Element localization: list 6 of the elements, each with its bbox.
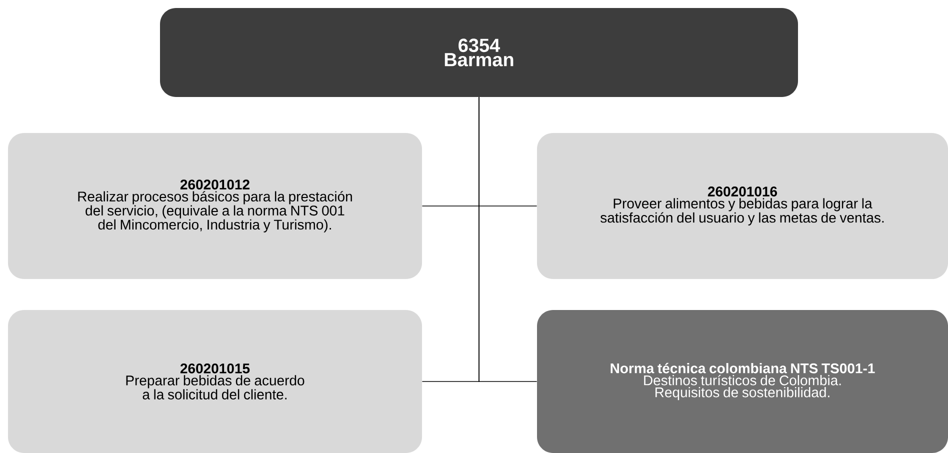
process-box: 260201015 Preparar bebidas de acuerdo a la solicitud del cliente. (8, 310, 422, 453)
connector-line (478, 96, 538, 382)
process-box: 6354 Barman (160, 8, 798, 97)
process-box: Norma técnica colombiana NTS TS001-1 Destinos turísticos de Colombia. Requisitos de sostenibilidad. (537, 310, 948, 453)
process-box: 260201012 Realizar procesos básicos para la prestación del servicio, (equivale a la norma NTS 001 del Mincomercio, Industria y Turismo). (8, 133, 422, 279)
process-box: 260201016 Proveer alimentos y bebidas para lograr la satisfacción del usuario y las metas de ventas. (537, 133, 948, 279)
